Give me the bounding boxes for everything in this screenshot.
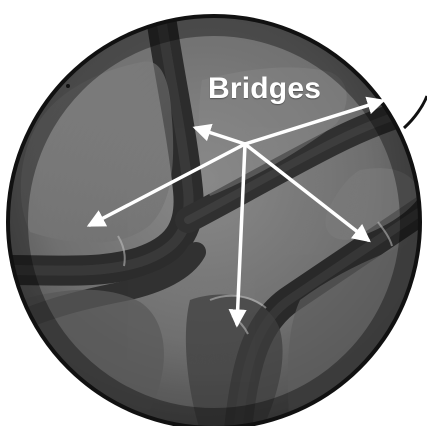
leader-line: [404, 96, 427, 128]
small-dot: [66, 84, 70, 88]
bridges-label: Bridges: [208, 74, 321, 104]
